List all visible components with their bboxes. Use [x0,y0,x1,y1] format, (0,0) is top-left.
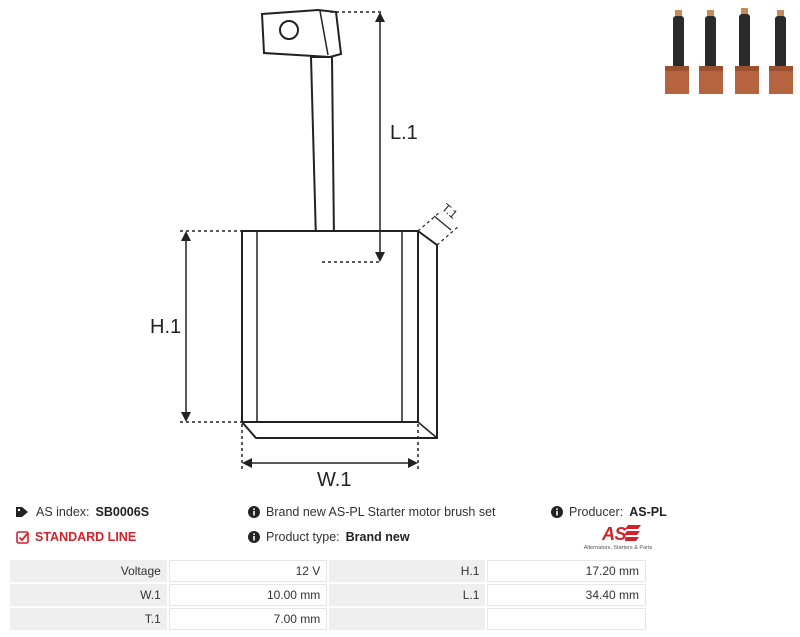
check-square-icon [16,530,29,544]
spec-value: 34.40 mm [487,584,646,606]
spec-value: 12 V [168,560,328,582]
product-description: Brand new AS-PL Starter motor brush set [266,505,496,519]
info-icon [551,506,563,518]
info-icon [248,506,260,518]
brush-photo-4 [769,10,793,94]
dim-label-h1: H.1 [150,316,181,338]
product-type-row: Product type: Brand new [248,530,410,544]
info-icon [248,531,260,543]
producer-row: Producer: AS-PL [551,505,667,519]
producer-label: Producer: [569,505,624,519]
spec-label: T.1 [10,608,167,630]
specs-table: Voltage 12 V H.1 17.20 mm W.1 10.00 mm L… [8,558,648,632]
description-row: Brand new AS-PL Starter motor brush set [248,505,496,519]
brush-photo-1 [665,10,689,94]
spec-label: L.1 [329,584,486,606]
technical-drawing: L.1 H.1 W.1 T.1 [150,8,461,491]
brush-photo-3 [735,8,759,94]
spec-value [487,608,646,630]
as-index-row: AS index: SB0006S [16,505,149,519]
standard-line-label: STANDARD LINE [35,530,137,544]
spec-label: W.1 [10,584,167,606]
dim-label-t1: T.1 [439,201,461,222]
spec-label: Voltage [10,560,167,582]
dimension-t1 [417,211,460,246]
table-row: T.1 7.00 mm [10,608,646,630]
spec-value: 7.00 mm [168,608,328,630]
spec-value: 17.20 mm [487,560,646,582]
terminal-lug [260,8,343,59]
brush-photo-2 [699,10,723,94]
as-pl-logo: AS Alternators, Starters & Parts [583,524,653,552]
product-type-label: Product type: [266,530,340,544]
product-type-value: Brand new [345,530,410,544]
table-row: W.1 10.00 mm L.1 34.40 mm [10,584,646,606]
table-row: Voltage 12 V H.1 17.20 mm [10,560,646,582]
dimension-w1 [241,424,419,470]
dimension-l1 [322,11,385,263]
dim-label-l1: L.1 [390,122,418,144]
standard-line-row: STANDARD LINE [16,530,136,544]
logo-text: AS [602,524,627,544]
dimension-h1 [180,230,242,423]
spec-label: H.1 [329,560,486,582]
as-index-label: AS index: [36,505,90,519]
product-photo [665,8,793,94]
logo-mark-icon [625,525,641,541]
spec-value: 10.00 mm [168,584,328,606]
producer-value: AS-PL [629,505,667,519]
tag-icon [16,507,28,517]
dim-label-w1: W.1 [317,469,351,491]
brush-body [241,230,438,439]
as-index-value: SB0006S [95,505,150,519]
spec-label [329,608,486,630]
logo-tagline: Alternators, Starters & Parts [583,545,653,551]
